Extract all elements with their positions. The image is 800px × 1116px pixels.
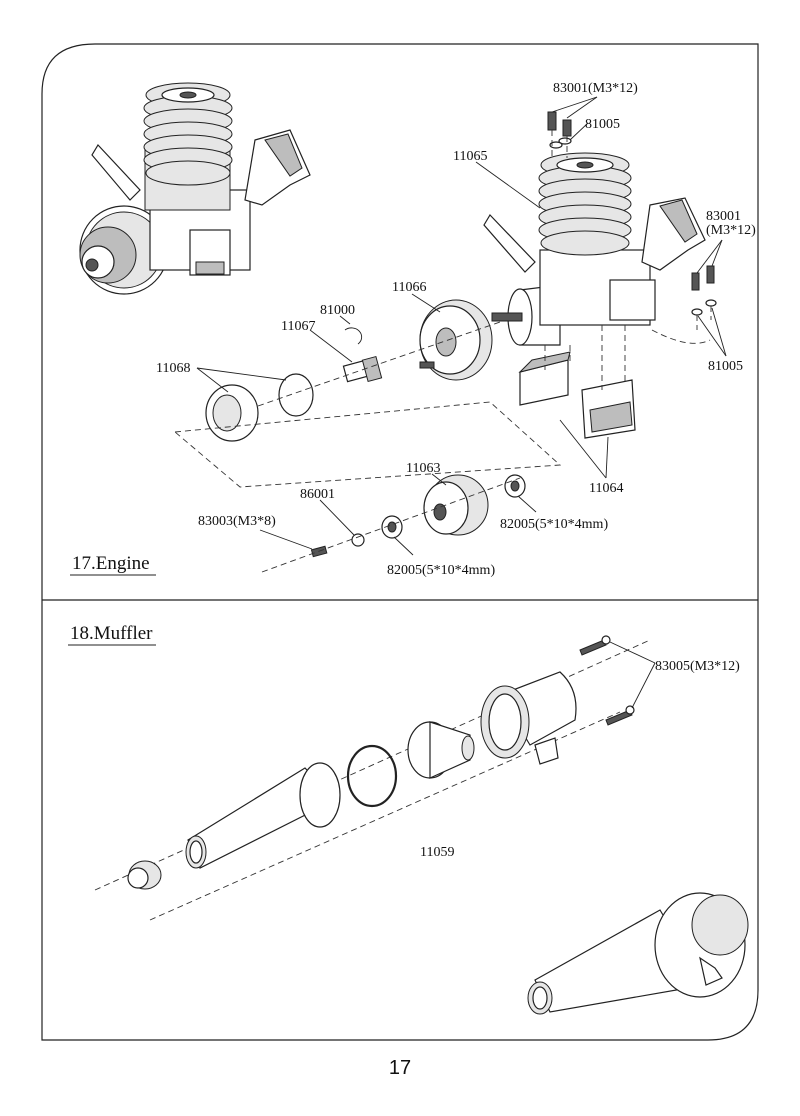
clutch-11068 — [205, 373, 314, 442]
label-82005-bottom: 82005(5*10*4mm) — [387, 563, 495, 578]
muffler-baffle — [407, 721, 475, 779]
section-title-muffler: 18.Muffler — [70, 623, 153, 644]
muffler-o-ring — [346, 744, 398, 808]
label-83003: 83003(M3*8) — [198, 514, 276, 529]
engine-mount-11064 — [518, 351, 636, 439]
engine-section: 83001(M3*12) 81005 11065 83001 (M3*12) 8… — [70, 81, 756, 578]
label-11059: 11059 — [420, 845, 454, 860]
label-86001: 86001 — [300, 487, 335, 502]
engine-leader-lines — [196, 96, 727, 556]
label-83001-right: 83001 — [706, 209, 741, 224]
label-11066: 11066 — [392, 280, 426, 295]
label-11064: 11064 — [589, 481, 623, 496]
page-frame — [41, 43, 759, 1041]
collet-11067 — [342, 355, 383, 383]
flywheel-11066 — [419, 299, 493, 381]
label-11068: 11068 — [156, 361, 190, 376]
muffler-assembled-illustration — [527, 892, 749, 1015]
page-number: 17 — [389, 1057, 411, 1079]
clutch-bell-11063 — [423, 474, 489, 536]
screw-83001-right — [691, 265, 717, 316]
clip-81000 — [344, 327, 363, 345]
label-11063: 11063 — [406, 461, 440, 476]
engine-body-illustration — [483, 152, 706, 346]
label-83005: 83005(M3*12) — [655, 659, 740, 674]
screw-83001-top — [547, 111, 572, 149]
engine-centerlines — [173, 130, 712, 573]
washer-86001 — [351, 533, 365, 547]
label-81000: 81000 — [320, 303, 355, 318]
label-81005-right: 81005 — [708, 359, 743, 374]
muffler-body — [185, 762, 341, 869]
engine-assembled-illustration — [79, 82, 311, 295]
muffler-end-cap — [127, 860, 162, 890]
muffler-manifold — [480, 671, 577, 765]
label-11067: 11067 — [281, 319, 315, 334]
muffler-section: 18.Muffler — [68, 623, 749, 1015]
label-83001-top: 83001(M3*12) — [553, 81, 638, 96]
bearing-82005-left — [381, 515, 403, 539]
label-11065: 11065 — [453, 149, 487, 164]
bearing-82005-right — [504, 474, 526, 498]
label-82005-right: 82005(5*10*4mm) — [500, 517, 608, 532]
label-81005-top: 81005 — [585, 117, 620, 132]
bolt-83005 — [579, 635, 635, 726]
label-83001-right-size: (M3*12) — [706, 223, 756, 238]
section-title-engine: 17.Engine — [72, 553, 150, 574]
